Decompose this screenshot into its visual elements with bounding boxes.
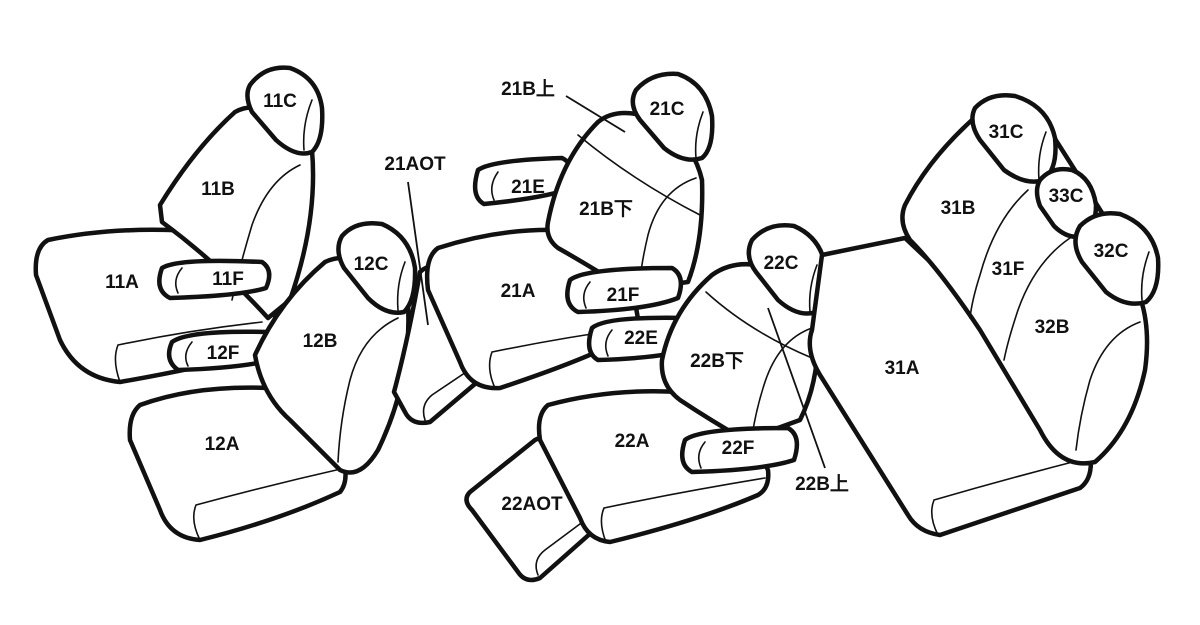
part-11F-armrest	[157, 258, 272, 301]
label-21B-lower: 21B下	[579, 199, 633, 220]
seam-12A	[192, 467, 346, 541]
label-11B: 11B	[201, 179, 235, 200]
label-11C: 11C	[263, 91, 297, 112]
part-21C-headrest	[630, 71, 715, 162]
seam-31F-32B	[1003, 237, 1071, 361]
seam-22B-split	[705, 291, 813, 359]
seam-21B	[639, 177, 697, 281]
part-12A-cushion	[127, 385, 348, 543]
label-31C: 31C	[989, 122, 1024, 143]
seat-3-bench	[807, 93, 1161, 538]
seam-21AOT	[422, 359, 485, 421]
seam-32C	[1140, 251, 1150, 301]
part-12B-backrest	[252, 255, 411, 475]
label-21A: 21A	[501, 281, 536, 302]
label-22B-upper: 22B上	[795, 473, 849, 495]
label-12C: 12C	[354, 254, 389, 275]
label-21B-upper: 21B上	[501, 78, 555, 100]
seam-31C	[1037, 131, 1047, 181]
seam-11C	[302, 99, 313, 151]
seam-22E	[604, 329, 613, 357]
part-32C-headrest	[1073, 211, 1161, 306]
label-32C: 32C	[1094, 241, 1129, 262]
seam-21C	[694, 111, 704, 159]
seam-11A	[114, 321, 263, 383]
part-21B-backrest	[545, 110, 705, 293]
seam-22C	[808, 264, 818, 313]
label-21F: 21F	[607, 285, 640, 306]
label-22C: 22C	[764, 253, 799, 274]
seam-22A	[600, 477, 766, 543]
label-22AOT: 22AOT	[501, 494, 563, 515]
part-21F-armrest	[565, 265, 684, 315]
label-11A: 11A	[105, 272, 139, 293]
seat-11	[33, 65, 325, 385]
seam-21F	[582, 281, 591, 309]
seam-12F	[184, 341, 193, 367]
seam-12B	[337, 317, 399, 463]
seam-22AOT	[535, 511, 597, 576]
seat-12	[127, 221, 418, 543]
seam-31F	[969, 189, 1029, 319]
label-33C: 33C	[1049, 186, 1084, 207]
label-11F: 11F	[212, 269, 244, 290]
seam-32B	[1075, 321, 1141, 451]
label-31B: 31B	[941, 198, 976, 219]
seam-22F	[697, 441, 706, 469]
label-12A: 12A	[205, 434, 240, 455]
leader-lines	[407, 95, 826, 469]
label-22A: 22A	[615, 431, 650, 452]
seat-22	[536, 223, 829, 545]
label-31A: 31A	[885, 358, 920, 379]
label-32B: 32B	[1035, 317, 1070, 338]
part-12C-headrest	[336, 221, 418, 315]
label-31F: 31F	[992, 259, 1025, 280]
seam-22B	[751, 327, 813, 437]
seam-12C	[396, 261, 406, 311]
leader-21B-upper	[565, 95, 626, 133]
label-12F: 12F	[207, 343, 240, 364]
label-21AOT: 21AOT	[384, 154, 446, 175]
part-22F-armrest	[679, 425, 800, 475]
seam-31A	[930, 457, 1089, 536]
label-21C: 21C	[650, 99, 685, 120]
seam-11F	[174, 267, 183, 294]
label-12B: 12B	[303, 331, 338, 352]
seam-21B-split	[577, 134, 701, 216]
part-labels: 11C 11B 11A 11F 12C 12B 12F 12A 21AOT 21…	[105, 78, 1129, 515]
seat-21	[424, 71, 715, 391]
label-22F: 22F	[722, 438, 755, 459]
leader-22B-upper	[767, 307, 826, 469]
label-22E: 22E	[624, 328, 658, 349]
label-21E: 21E	[511, 177, 545, 198]
leader-21AOT	[407, 181, 429, 326]
seam-21E	[490, 171, 499, 201]
part-31C-headrest	[970, 93, 1058, 184]
label-22B-lower: 22B下	[690, 351, 744, 372]
